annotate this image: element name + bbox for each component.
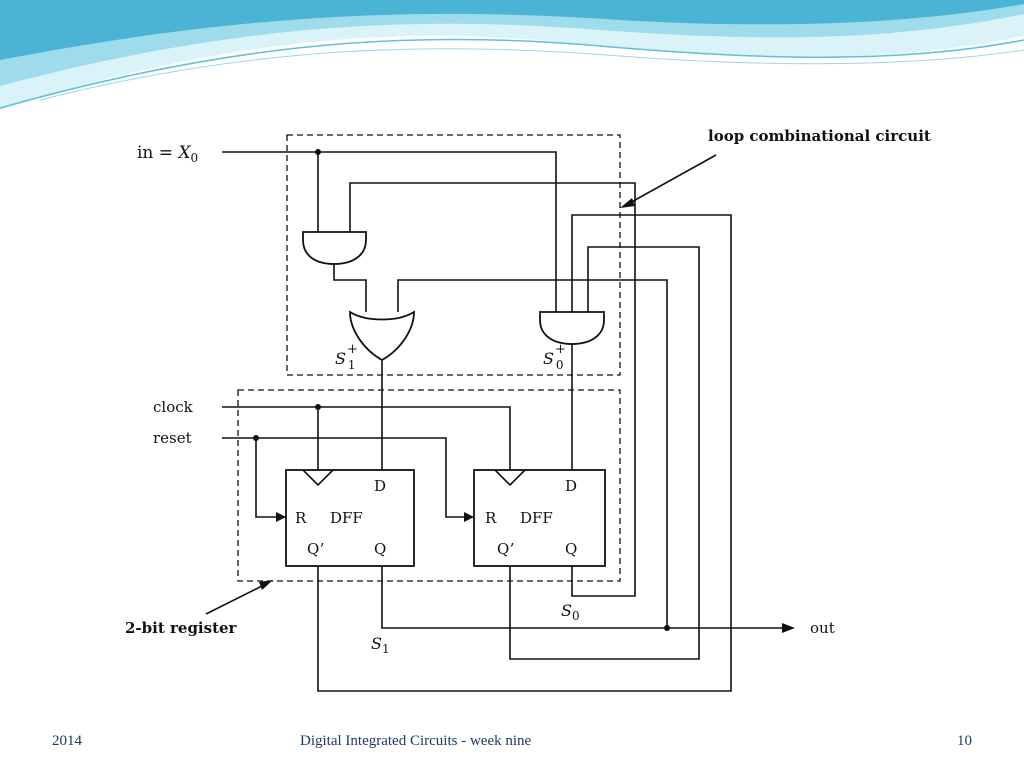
footer-title: Digital Integrated Circuits - week nine bbox=[300, 733, 532, 749]
register-pointer-line bbox=[205, 583, 267, 615]
loop-pointer-head bbox=[620, 198, 635, 208]
feedback-and1-wire bbox=[349, 182, 636, 597]
clock-label: clock bbox=[153, 398, 194, 416]
reset-to-dff1 bbox=[255, 438, 286, 518]
out-arrow bbox=[782, 623, 795, 633]
dff2-qbar-label: Q’ bbox=[497, 540, 514, 558]
input-wire bbox=[222, 151, 557, 312]
reset-arrow-2 bbox=[464, 512, 474, 522]
out-label: out bbox=[810, 619, 835, 637]
dff-2 bbox=[473, 469, 606, 567]
reset-wire bbox=[222, 437, 474, 518]
reset-arrow-1 bbox=[276, 512, 286, 522]
input-label: in = X0 bbox=[137, 143, 198, 165]
loop-pointer-line bbox=[627, 154, 717, 205]
and2-input-b bbox=[509, 246, 700, 660]
dff1-q-label: Q bbox=[374, 540, 386, 558]
wave-line-2 bbox=[39, 48, 1024, 101]
and1-to-or-wire bbox=[333, 264, 367, 312]
wave-line-1 bbox=[0, 38, 1024, 109]
register-region bbox=[237, 389, 621, 582]
dff1-d-label: D bbox=[374, 477, 386, 495]
s0-next-label: S+0 bbox=[543, 342, 566, 372]
dff1-clock-triangle bbox=[302, 469, 334, 487]
dff1-r-label: R bbox=[295, 509, 307, 527]
s1-label: S1 bbox=[371, 634, 390, 656]
register-pointer-head bbox=[259, 580, 273, 590]
loop-circuit-label: loop combinational circuit bbox=[708, 127, 931, 145]
dff1-qbar-label: Q’ bbox=[307, 540, 324, 558]
register-label: 2-bit register bbox=[125, 619, 238, 637]
and2-input-a bbox=[317, 214, 732, 692]
and-gate-2 bbox=[539, 311, 605, 345]
page-number: 10 bbox=[957, 733, 972, 749]
s1-next-label: S+1 bbox=[335, 342, 358, 372]
footer-year: 2014 bbox=[52, 733, 82, 749]
or-gate bbox=[349, 310, 415, 362]
feedback-or-wire bbox=[397, 279, 668, 628]
dff1-name-label: DFF bbox=[330, 509, 363, 527]
content-area bbox=[110, 112, 1014, 700]
dff2-q-label: Q bbox=[565, 540, 577, 558]
and-gate-1 bbox=[302, 231, 367, 265]
reset-label: reset bbox=[153, 429, 192, 447]
loop-circuit-region bbox=[286, 134, 621, 376]
dff-1 bbox=[285, 469, 415, 567]
s0-label: S0 bbox=[561, 601, 580, 623]
dff2-clock-triangle bbox=[494, 469, 526, 487]
wave-dark bbox=[0, 0, 1024, 60]
dff2-r-label: R bbox=[485, 509, 497, 527]
dff2-name-label: DFF bbox=[520, 509, 553, 527]
out-junction-dot bbox=[664, 625, 670, 631]
dff1-q-output-wire bbox=[381, 566, 782, 629]
dff2-d-label: D bbox=[565, 477, 577, 495]
